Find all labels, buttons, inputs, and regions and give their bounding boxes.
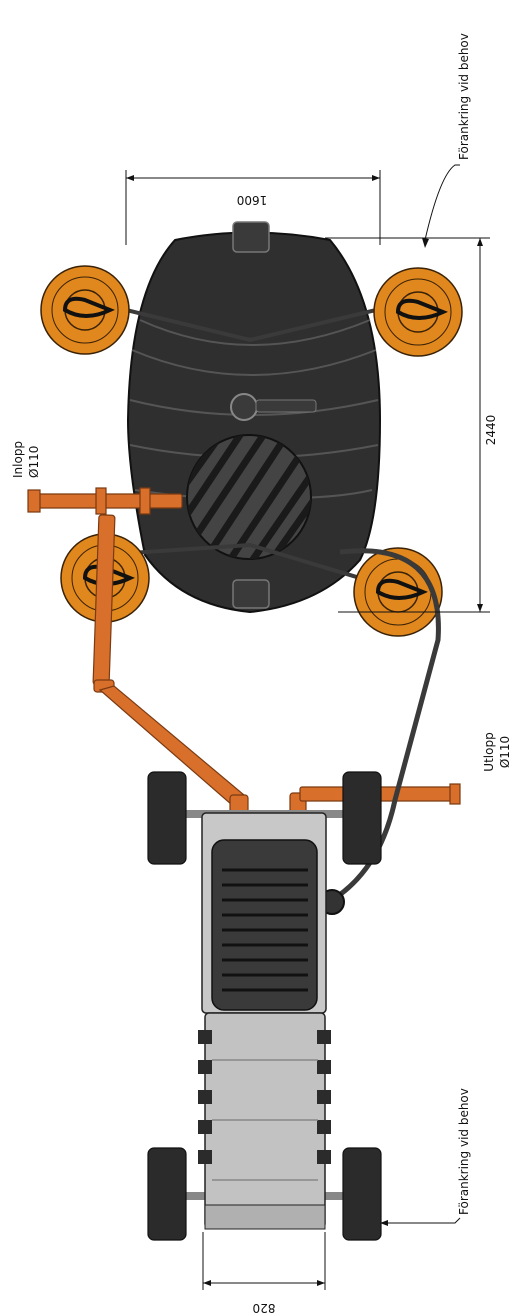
dimension-1600-label: 1600 xyxy=(237,193,268,207)
wheel-bottom-right xyxy=(342,1147,382,1241)
anchor-disc-top-right xyxy=(373,267,463,357)
dimension-tank-length: 2440 xyxy=(325,237,498,613)
inlet-title: Inlopp xyxy=(11,441,25,478)
anchoring-top-label: Förankring vid behov xyxy=(457,33,471,160)
anchor-disc-bottom-right xyxy=(353,547,443,637)
connection-hose xyxy=(330,548,441,903)
callout-anchoring-top: Förankring vid behov xyxy=(422,33,471,248)
anchor-straps xyxy=(84,298,419,592)
anchoring-bottom-label: Förankring vid behov xyxy=(457,1088,471,1215)
dimension-2440-label: 2440 xyxy=(484,415,498,446)
dimension-820-label: 820 xyxy=(253,1301,276,1315)
inlet-pipe xyxy=(27,487,249,824)
outlet-title: Utlopp xyxy=(482,732,496,771)
dimension-tank-width: 1600 xyxy=(125,170,381,245)
tank-center-hatch xyxy=(230,393,258,421)
anchor-disc-top-left xyxy=(40,265,130,355)
treatment-unit xyxy=(147,771,382,1241)
dimension-unit-width: 820 xyxy=(202,1232,326,1315)
wheel-top-right xyxy=(342,771,382,865)
inlet-size: Ø110 xyxy=(27,446,41,478)
callout-inlet: Inlopp Ø110 xyxy=(11,441,41,478)
tank-lid-bottom xyxy=(232,579,270,609)
wheel-top-left xyxy=(147,771,187,865)
tank-lid-top xyxy=(232,221,270,253)
callout-anchoring-bottom: Förankring vid behov xyxy=(380,1088,471,1226)
callout-outlet: Utlopp Ø110 xyxy=(482,732,509,771)
outlet-size: Ø110 xyxy=(498,736,509,768)
wheel-bottom-left xyxy=(147,1147,187,1241)
